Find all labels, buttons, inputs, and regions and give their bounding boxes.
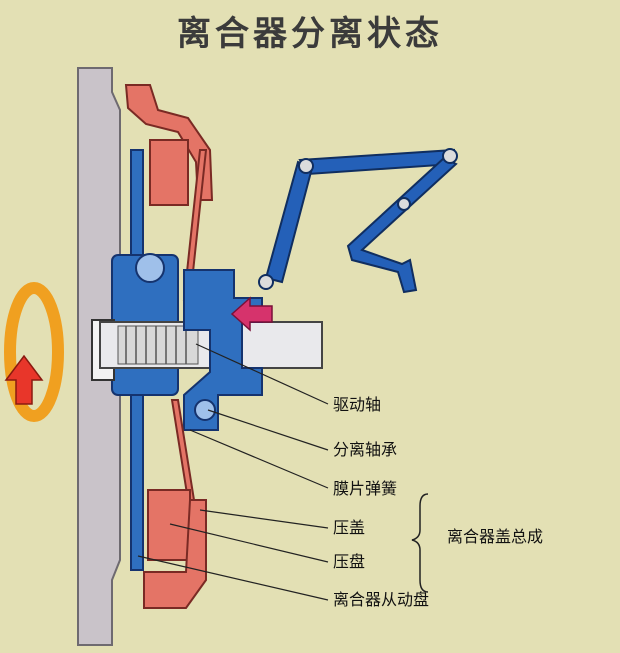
- label-drive-shaft: 驱动轴: [333, 395, 382, 414]
- pivot-top-left: [298, 158, 314, 174]
- driven-disc-lower: [130, 394, 144, 571]
- release-arrow: [230, 296, 273, 332]
- release-lever: [264, 160, 314, 284]
- label-pressure-plate: 压盘: [333, 552, 366, 571]
- leader-lines: [137, 343, 329, 601]
- driven-disc-upper: [130, 149, 144, 261]
- cover-assembly-brace: [411, 493, 429, 593]
- hub-spring: [135, 253, 165, 283]
- pivot-lever: [258, 274, 274, 290]
- pressure-plate-upper: [149, 139, 189, 206]
- label-driven-disc: 离合器从动盘: [333, 590, 430, 609]
- clutch-cover-lower: [143, 499, 207, 609]
- label-diaphragm-spring: 膜片弹簧: [333, 479, 398, 498]
- clutch-cover-upper: [124, 84, 214, 201]
- label-release-bearing: 分离轴承: [333, 440, 398, 459]
- pedal-arm: [346, 156, 458, 294]
- spline-teeth: [125, 326, 187, 364]
- pivot-mid: [397, 197, 411, 211]
- pressure-plate-lower: [147, 489, 191, 561]
- rotation-arrow-head: [4, 354, 44, 405]
- rotation-ring: [4, 282, 64, 422]
- label-cover-assembly: 离合器盖总成: [447, 527, 544, 546]
- diagram-title: 离合器分离状态: [177, 14, 443, 54]
- pivot-top-right: [442, 148, 458, 164]
- label-pressure-cover: 压盖: [333, 518, 366, 537]
- shaft-splines: [117, 325, 199, 365]
- release-bearing: [194, 399, 216, 421]
